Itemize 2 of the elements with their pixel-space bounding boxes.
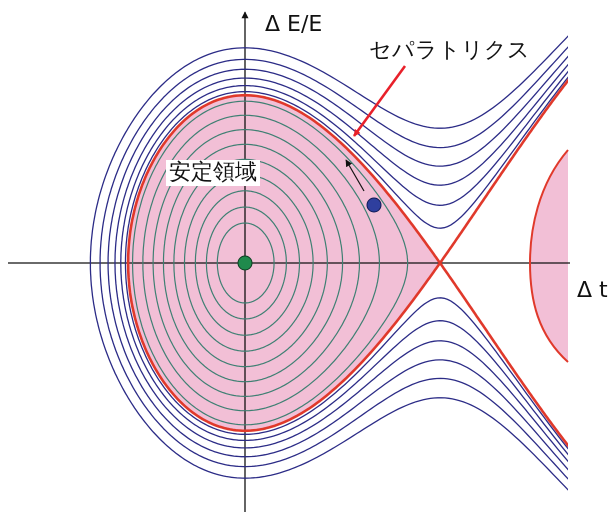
leader-arrow — [352, 65, 406, 137]
region-label: 安定領域 — [166, 160, 260, 186]
